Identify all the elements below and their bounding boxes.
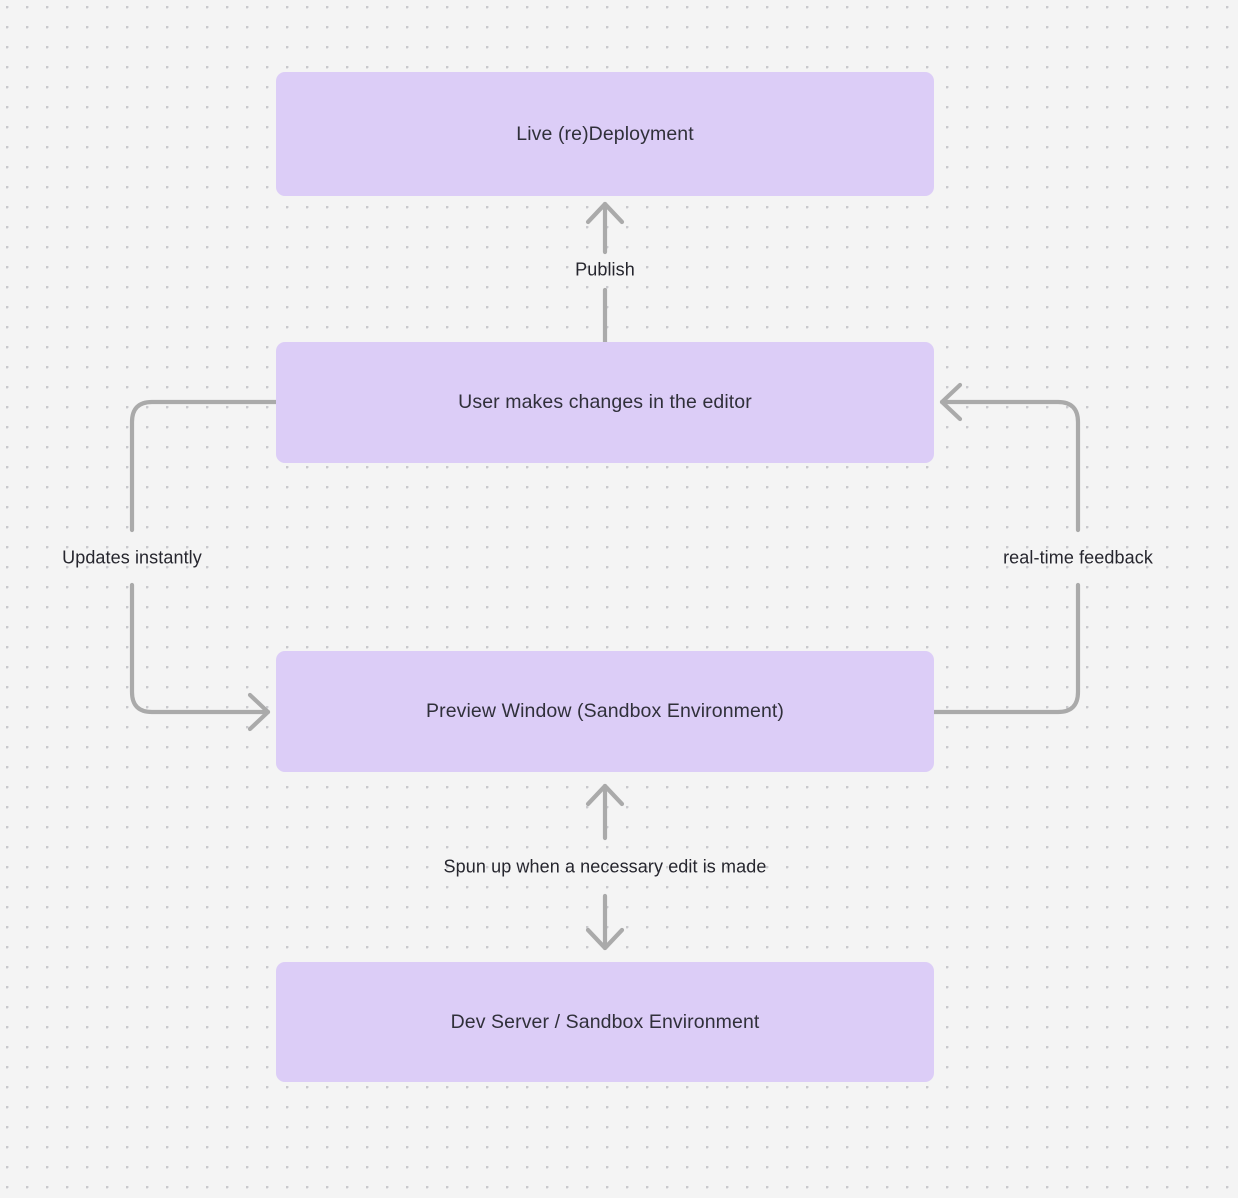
node-preview-window[interactable]: Preview Window (Sandbox Environment): [276, 651, 934, 772]
node-live-deployment[interactable]: Live (re)Deployment: [276, 72, 934, 196]
edge-real-time-feedback-line-upper: [939, 399, 1081, 533]
edge-publish-arrowhead-icon: [585, 201, 625, 225]
edge-label-publish: Publish: [575, 259, 635, 280]
edge-updates-instantly-line-lower: [129, 582, 271, 715]
edge-label-spun-up: Spun up when a necessary edit is made: [443, 856, 767, 877]
edge-label-updates-instantly: Updates instantly: [62, 547, 202, 568]
node-user-edits-label: User makes changes in the editor: [458, 391, 752, 414]
node-user-edits[interactable]: User makes changes in the editor: [276, 342, 934, 463]
edge-real-time-feedback-line-lower: [931, 582, 1081, 715]
edge-label-real-time-feedback: real-time feedback: [1003, 547, 1153, 568]
edge-real-time-feedback-arrowhead-icon: [939, 382, 963, 422]
edge-spun-up-arrowhead-down-icon: [585, 927, 625, 951]
edge-spun-up-arrowhead-up-icon: [585, 783, 625, 807]
node-preview-window-label: Preview Window (Sandbox Environment): [426, 700, 784, 723]
node-dev-server[interactable]: Dev Server / Sandbox Environment: [276, 962, 934, 1082]
node-dev-server-label: Dev Server / Sandbox Environment: [450, 1010, 760, 1033]
node-live-deployment-label: Live (re)Deployment: [516, 122, 694, 145]
edge-updates-instantly-line-upper: [129, 399, 279, 533]
edge-updates-instantly-arrowhead-icon: [247, 692, 271, 732]
